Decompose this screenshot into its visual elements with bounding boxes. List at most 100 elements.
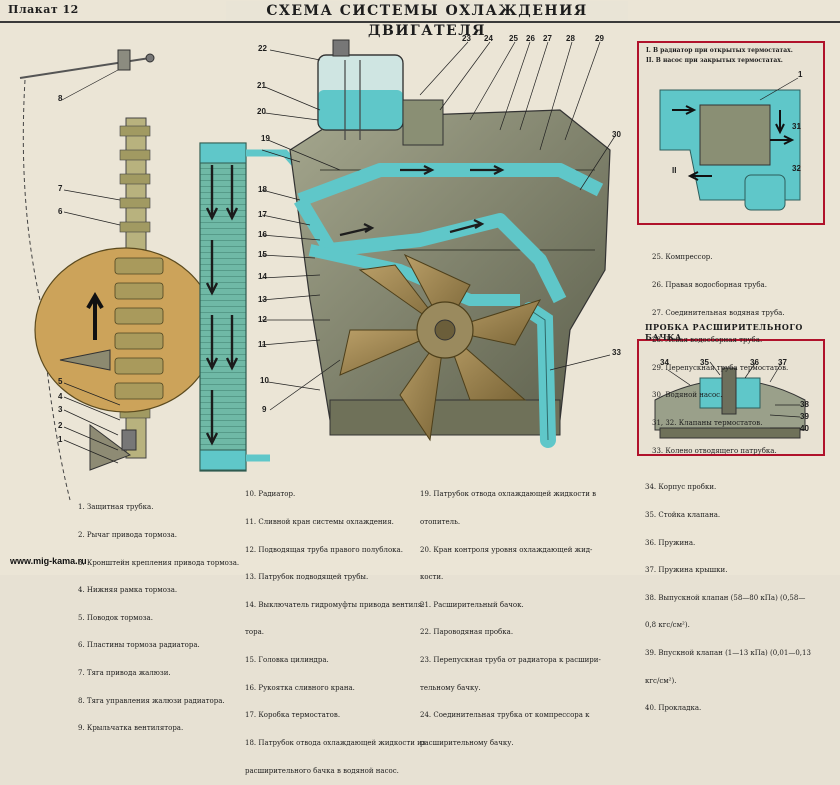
legend-item: 9. Крыльчатка вентилятора. bbox=[78, 724, 184, 733]
legend-item: 36. Пружина. bbox=[645, 538, 696, 547]
callout-23: 23 bbox=[462, 34, 471, 43]
legend-item: 29. Перепускная труба термостатов. bbox=[652, 363, 789, 372]
expansion-tank bbox=[317, 39, 444, 146]
callout-thermo-ii: II bbox=[672, 166, 677, 175]
legend-item: 10. Радиатор. bbox=[245, 490, 296, 499]
callout-1: 1 bbox=[58, 435, 63, 444]
callout-4: 4 bbox=[58, 392, 63, 401]
thermostat-caption-2: II. В насос при закрытых термостатах. bbox=[646, 57, 783, 64]
callout-22: 22 bbox=[258, 44, 267, 53]
callout-31: 31 bbox=[792, 122, 801, 131]
legend-col-1: 1. Защитная трубка. 2. Рычаг привода тор… bbox=[78, 485, 239, 743]
callout-2: 2 bbox=[58, 421, 63, 430]
shutter-brake-lever bbox=[89, 424, 137, 471]
legend-item: 5. Поводок тормоза. bbox=[78, 613, 153, 622]
legend-item: 31, 32. Клапаны термостатов. bbox=[652, 419, 763, 428]
legend-item: 6. Пластины тормоза радиатора. bbox=[78, 641, 200, 650]
legend-item: 33. Колено отводящего патрубка. bbox=[652, 446, 777, 455]
legend-item: 21. Расширительный бачок. bbox=[420, 600, 524, 609]
outlet-elbow bbox=[522, 302, 556, 448]
callout-thermo-1: 1 bbox=[798, 70, 803, 79]
callout-3: 3 bbox=[58, 405, 63, 414]
website-link[interactable]: www.mig-kama.ru bbox=[10, 556, 87, 566]
legend-item: расширительному бачку. bbox=[420, 738, 514, 747]
legend-item: 4. Нижняя рамка тормоза. bbox=[78, 586, 178, 595]
legend-item: 20. Кран контроля уровня охлаждающей жид… bbox=[420, 545, 593, 554]
callout-27: 27 bbox=[543, 34, 552, 43]
callout-40: 40 bbox=[800, 424, 809, 433]
legend-item: 18. Патрубок отвода охлаждающей жидкости… bbox=[245, 738, 426, 747]
legend-col-2: 10. Радиатор. 11. Сливной кран системы о… bbox=[245, 472, 426, 785]
callout-35: 35 bbox=[700, 358, 709, 367]
legend-col-3: 19. Патрубок отвода охлаждающей жидкости… bbox=[420, 472, 601, 757]
legend-item: тельному бачку. bbox=[420, 683, 481, 692]
callout-26: 26 bbox=[526, 34, 535, 43]
radiator bbox=[199, 142, 303, 472]
callout-30: 30 bbox=[612, 130, 621, 139]
legend-item: 25. Компрессор. bbox=[652, 253, 713, 262]
callout-33: 33 bbox=[612, 348, 621, 357]
cap-section-title: ПРОБКА РАСШИРИТЕЛЬНОГО БАЧКА bbox=[645, 322, 803, 342]
legend-item: 40. Прокладка. bbox=[645, 704, 702, 713]
radiator-shutter-assembly bbox=[34, 117, 216, 471]
legend-item: 19. Патрубок отвода охлаждающей жидкости… bbox=[420, 490, 597, 499]
fan-impeller bbox=[339, 253, 542, 442]
callout-18: 18 bbox=[258, 185, 267, 194]
callout-14: 14 bbox=[258, 272, 267, 281]
callout-34: 34 bbox=[660, 358, 669, 367]
legend-item: 3. Кронштейн крепления привода тормоза. bbox=[78, 558, 240, 567]
callout-7: 7 bbox=[58, 184, 63, 193]
callout-6: 6 bbox=[58, 207, 63, 216]
legend-item: 27. Соединительная водяная труба. bbox=[652, 308, 785, 317]
legend-item: 17. Коробка термостатов. bbox=[245, 711, 341, 720]
legend-item: 30. Водяной насос. bbox=[652, 391, 723, 400]
callout-21: 21 bbox=[257, 81, 266, 90]
callout-13: 13 bbox=[258, 295, 267, 304]
callout-39: 39 bbox=[800, 412, 809, 421]
thermostat-caption-1: I. В радиатор при открытых термостатах. bbox=[646, 47, 793, 54]
legend-item: 28. Левая водосборная труба. bbox=[652, 336, 763, 345]
callout-29: 29 bbox=[595, 34, 604, 43]
callout-11: 11 bbox=[258, 340, 267, 349]
callout-9: 9 bbox=[262, 405, 267, 414]
callout-36: 36 bbox=[750, 358, 759, 367]
legend-item: 26. Правая водосборная труба. bbox=[652, 281, 767, 290]
legend-item: 15. Головка цилиндра. bbox=[245, 656, 329, 665]
thermostat-inset bbox=[637, 41, 825, 225]
page-title: СХЕМА СИСТЕМЫ ОХЛАЖДЕНИЯ ДВИГАТЕЛЯ bbox=[226, 1, 628, 39]
legend-item: 22. Пароводяная пробка. bbox=[420, 628, 514, 637]
plate-number: Плакат 12 bbox=[8, 3, 79, 16]
legend-item: 11. Сливной кран системы охлаждения. bbox=[245, 518, 394, 527]
legend-item: 39. Впускной клапан (1—13 кПа) (0,01—0,1… bbox=[645, 649, 811, 658]
callout-24: 24 bbox=[484, 34, 493, 43]
legend-item: 24. Соединительная трубка от компрессора… bbox=[420, 711, 590, 720]
expansion-cap-inset bbox=[637, 339, 825, 456]
callout-25: 25 bbox=[509, 34, 518, 43]
legend-item: 8. Тяга управления жалюзи радиатора. bbox=[78, 696, 225, 705]
coolant-channels bbox=[293, 163, 604, 306]
callout-37: 37 bbox=[778, 358, 787, 367]
legend-item: 7. Тяга привода жалюзи. bbox=[78, 669, 171, 678]
callout-12: 12 bbox=[258, 315, 267, 324]
legend-item: тора. bbox=[245, 628, 264, 637]
legend-item: 23. Перепускная труба от радиатора к рас… bbox=[420, 656, 601, 665]
callout-20: 20 bbox=[257, 107, 266, 116]
callout-28: 28 bbox=[566, 34, 575, 43]
header-rule bbox=[0, 21, 840, 23]
legend-item: расширительного бачка в водяной насос. bbox=[245, 766, 399, 775]
legend-item: 0,8 кгс/см²). bbox=[645, 621, 690, 630]
callout-32: 32 bbox=[792, 164, 801, 173]
legend-item: 34. Корпус пробки. bbox=[645, 483, 717, 492]
callout-19: 19 bbox=[261, 134, 270, 143]
legend-item: отопитель. bbox=[420, 518, 461, 527]
legend-item: 14. Выключатель гидромуфты привода венти… bbox=[245, 600, 425, 609]
callout-38: 38 bbox=[800, 400, 809, 409]
legend-item: 37. Пружина крышки. bbox=[645, 566, 728, 575]
leader-lines bbox=[61, 41, 616, 464]
callout-15: 15 bbox=[258, 250, 267, 259]
callout-5: 5 bbox=[58, 377, 63, 386]
shutter-control-rod bbox=[19, 49, 155, 501]
legend-item: 12. Подводящая труба правого полублока. bbox=[245, 545, 403, 554]
legend-item: 1. Защитная трубка. bbox=[78, 503, 154, 512]
callout-10: 10 bbox=[260, 376, 269, 385]
